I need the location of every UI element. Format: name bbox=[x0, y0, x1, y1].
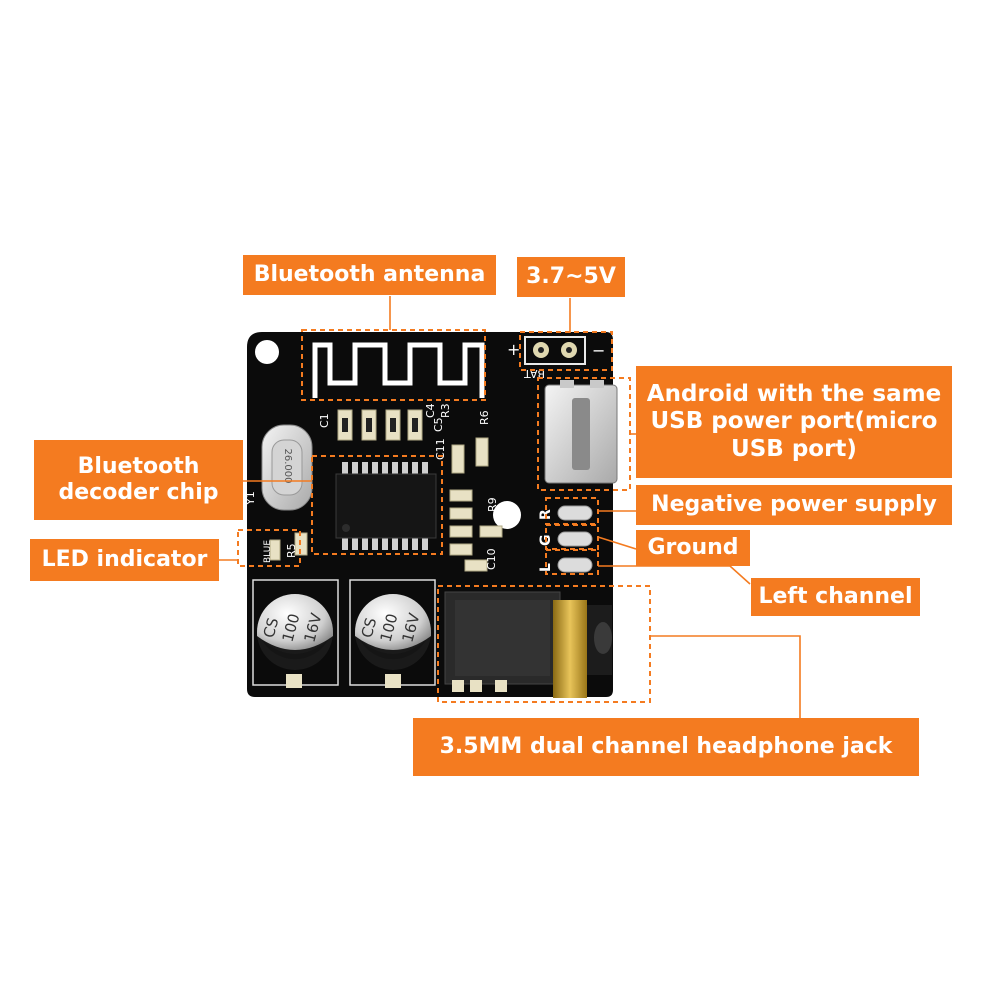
label-usb-port-line2: USB power port(micro bbox=[650, 408, 938, 435]
capacitor-left: CS 100 16V bbox=[257, 594, 333, 688]
c1-marking: C1 bbox=[318, 413, 331, 428]
label-bluetooth-antenna-text: Bluetooth antenna bbox=[253, 262, 486, 288]
label-usb-port: Android with the same USB power port(mic… bbox=[636, 366, 952, 478]
label-negative-power-supply: Negative power supply bbox=[636, 485, 952, 525]
crystal-oscillator: 26.000 bbox=[261, 424, 313, 511]
c11-marking: C11 bbox=[434, 438, 447, 460]
label-bluetooth-antenna: Bluetooth antenna bbox=[243, 255, 496, 295]
label-headphone-jack: 3.5MM dual channel headphone jack bbox=[413, 718, 919, 776]
label-headphone-jack-text: 3.5MM dual channel headphone jack bbox=[439, 734, 893, 760]
y1-marking: Y1 bbox=[244, 491, 257, 506]
callout-dashed-boxes bbox=[237, 329, 651, 703]
bluetooth-antenna-trace bbox=[312, 342, 485, 398]
label-negative-power-supply-text: Negative power supply bbox=[651, 492, 937, 518]
cap-brand-right: CS bbox=[358, 616, 381, 640]
via-hole bbox=[493, 501, 521, 529]
capacitor-right: CS 100 16V bbox=[355, 594, 431, 688]
l-marking: L bbox=[538, 563, 554, 572]
label-left-channel: Left channel bbox=[751, 578, 920, 616]
label-decoder-line1: Bluetooth bbox=[77, 454, 200, 480]
label-led-indicator: LED indicator bbox=[30, 539, 219, 581]
r5-marking: R5 bbox=[285, 543, 298, 558]
minus-marking: − bbox=[592, 341, 605, 360]
plus-marking: + bbox=[507, 340, 520, 359]
r6-marking: R6 bbox=[478, 410, 491, 425]
smd-components: C1 C4 C5 R3 R6 C11 Y1 R5 BLUE C10 R9 bbox=[244, 403, 503, 572]
battery-pads: + − BAT bbox=[507, 336, 605, 380]
c5-marking: C5 bbox=[432, 417, 445, 432]
decoder-chip bbox=[335, 462, 437, 550]
label-led-indicator-text: LED indicator bbox=[41, 547, 208, 573]
label-decoder-line2: decoder chip bbox=[58, 480, 219, 505]
blue-marking: BLUE bbox=[263, 540, 273, 563]
cap-brand-left: CS bbox=[260, 616, 283, 640]
c10-marking: C10 bbox=[485, 548, 498, 570]
label-left-channel-text: Left channel bbox=[758, 584, 913, 610]
label-ground-text: Ground bbox=[647, 535, 739, 561]
label-voltage: 3.7~5V bbox=[517, 257, 625, 297]
callout-lines bbox=[219, 296, 801, 718]
r3-marking: R3 bbox=[439, 403, 452, 418]
mounting-hole bbox=[255, 340, 279, 364]
crystal-marking: 26.000 bbox=[282, 449, 293, 484]
label-usb-port-line1: Android with the same bbox=[646, 381, 942, 408]
label-decoder-chip: Bluetooth decoder chip bbox=[34, 440, 243, 520]
label-usb-port-line3: USB port) bbox=[731, 435, 857, 462]
headphone-jack bbox=[444, 591, 612, 698]
micro-usb-port bbox=[544, 380, 618, 484]
label-ground: Ground bbox=[636, 530, 750, 566]
label-voltage-text: 3.7~5V bbox=[526, 264, 616, 290]
r9-marking: R9 bbox=[486, 497, 499, 512]
c4-marking: C4 bbox=[424, 403, 437, 418]
